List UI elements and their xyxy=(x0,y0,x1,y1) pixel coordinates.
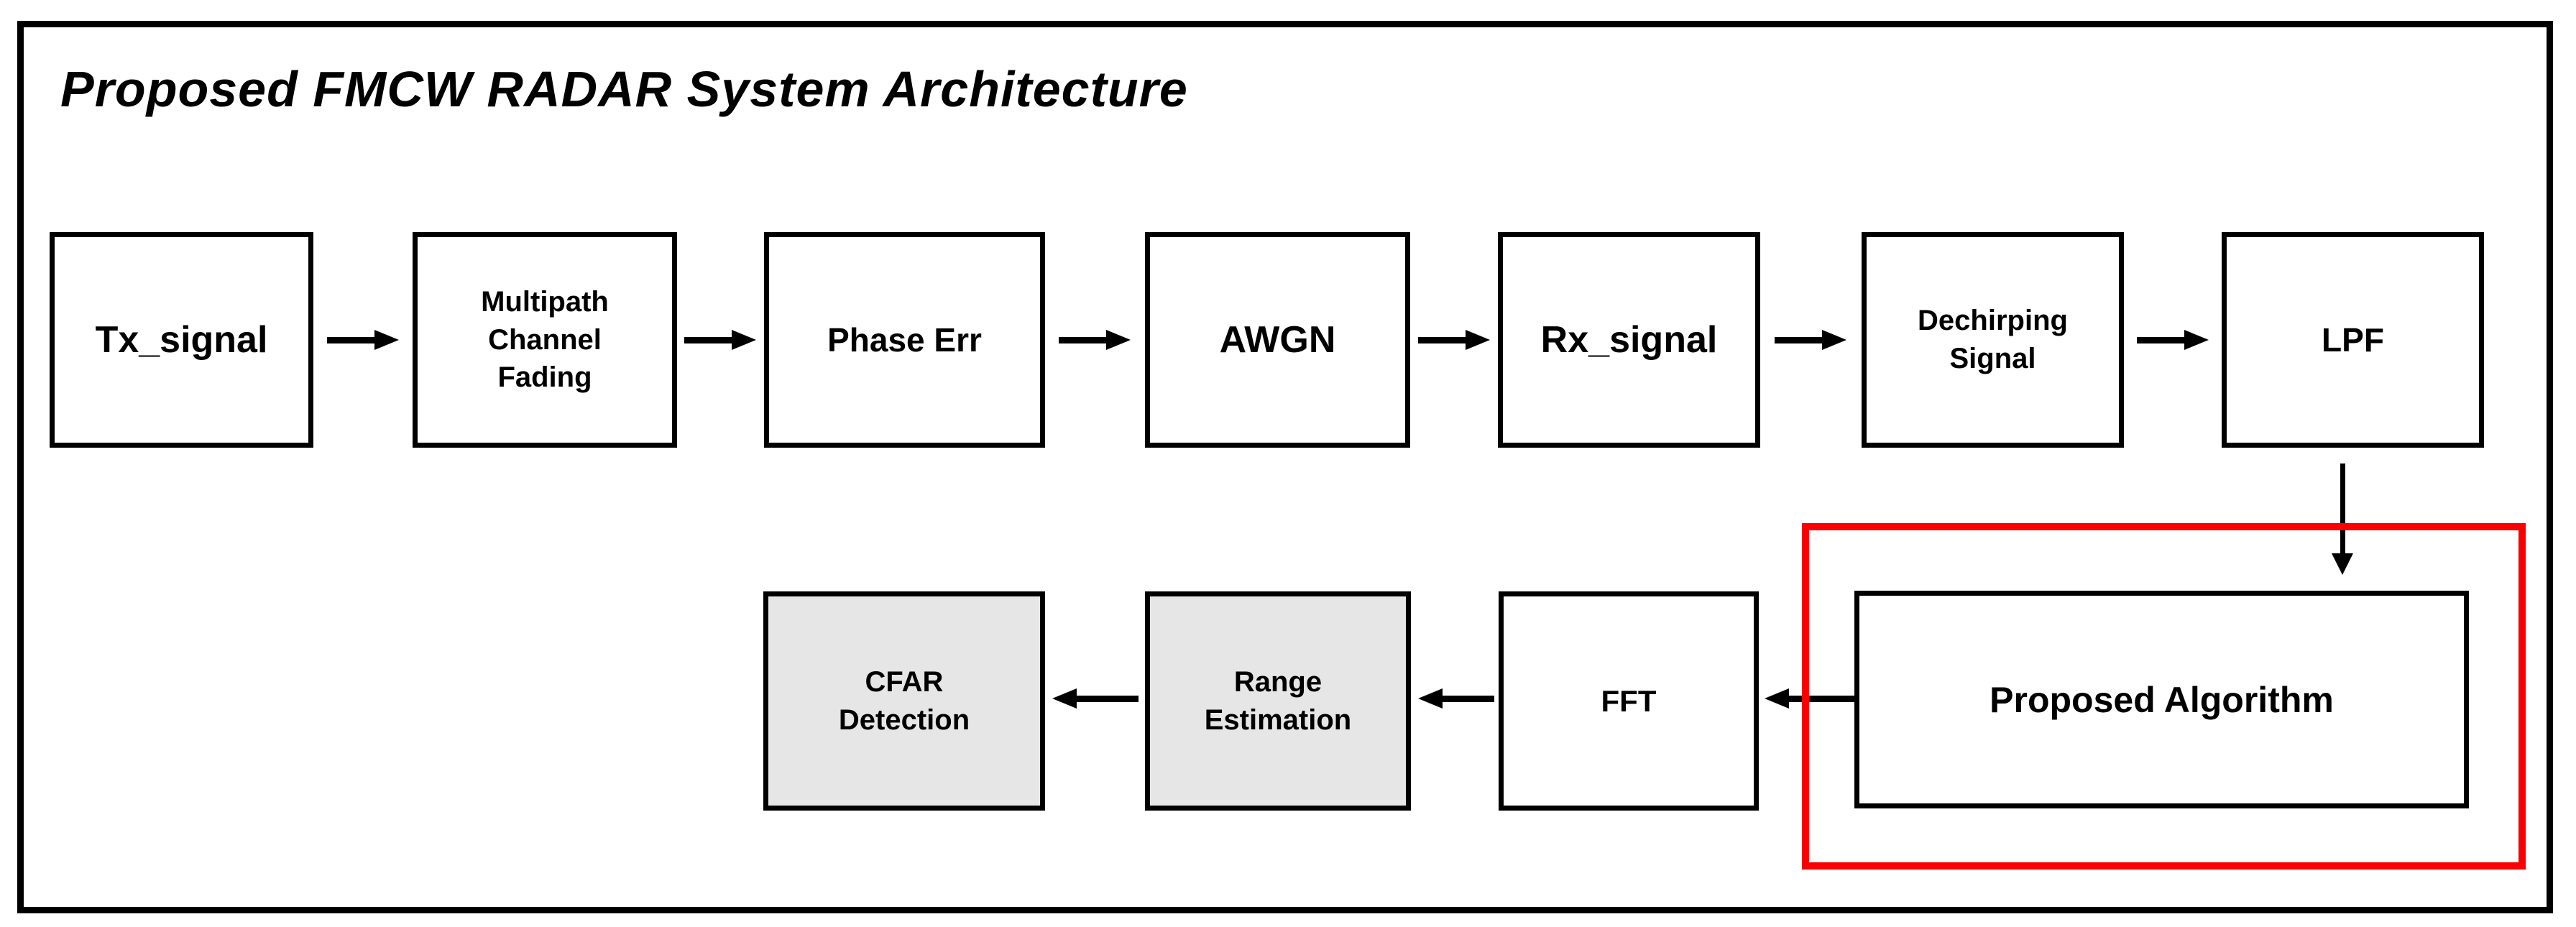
block-multipath-channel-fading: Multipath Channel Fading xyxy=(413,232,677,448)
block-cfar-detection-label: CFAR Detection xyxy=(838,665,970,736)
outer-frame xyxy=(17,21,2553,913)
highlight-box-proposed-algorithm xyxy=(1802,523,2526,870)
arrow-left-icon xyxy=(1765,688,1858,709)
block-tx-signal-label: Tx_signal xyxy=(95,318,268,361)
block-tx-signal: Tx_signal xyxy=(50,232,313,448)
arrow-right-icon xyxy=(1775,330,1846,350)
block-awgn: AWGN xyxy=(1145,232,1410,448)
block-range-estimation: Range Estimation xyxy=(1145,591,1411,811)
block-awgn-label: AWGN xyxy=(1219,318,1336,361)
block-cfar-detection: CFAR Detection xyxy=(763,591,1045,811)
arrow-right-icon xyxy=(2137,330,2209,350)
block-lpf: LPF xyxy=(2222,232,2484,448)
block-multipath-channel-fading-label: Multipath Channel Fading xyxy=(481,285,609,394)
block-phase-err: Phase Err xyxy=(764,232,1045,448)
block-proposed-algorithm: Proposed Algorithm xyxy=(1854,591,2469,808)
arrow-left-icon xyxy=(1052,688,1138,709)
diagram-title: Proposed FMCW RADAR System Architecture xyxy=(60,61,1188,117)
block-dechirping-signal-label: Dechirping Signal xyxy=(1918,305,2068,374)
block-phase-err-label: Phase Err xyxy=(827,320,982,359)
block-rx-signal: Rx_signal xyxy=(1498,232,1760,448)
block-range-estimation-label: Range Estimation xyxy=(1204,665,1352,736)
arrow-right-icon xyxy=(327,330,399,350)
block-dechirping-signal: Dechirping Signal xyxy=(1862,232,2124,448)
arrow-down-icon xyxy=(2332,464,2353,576)
arrow-left-icon xyxy=(1418,688,1494,709)
arrow-right-icon xyxy=(684,330,756,350)
arrow-right-icon xyxy=(1418,330,1490,350)
arrow-right-icon xyxy=(1059,330,1131,350)
block-rx-signal-label: Rx_signal xyxy=(1540,318,1718,361)
block-fft: FFT xyxy=(1499,591,1759,811)
block-proposed-algorithm-label: Proposed Algorithm xyxy=(1990,679,2334,720)
block-lpf-label: LPF xyxy=(2322,320,2384,359)
block-fft-label: FFT xyxy=(1601,683,1657,718)
